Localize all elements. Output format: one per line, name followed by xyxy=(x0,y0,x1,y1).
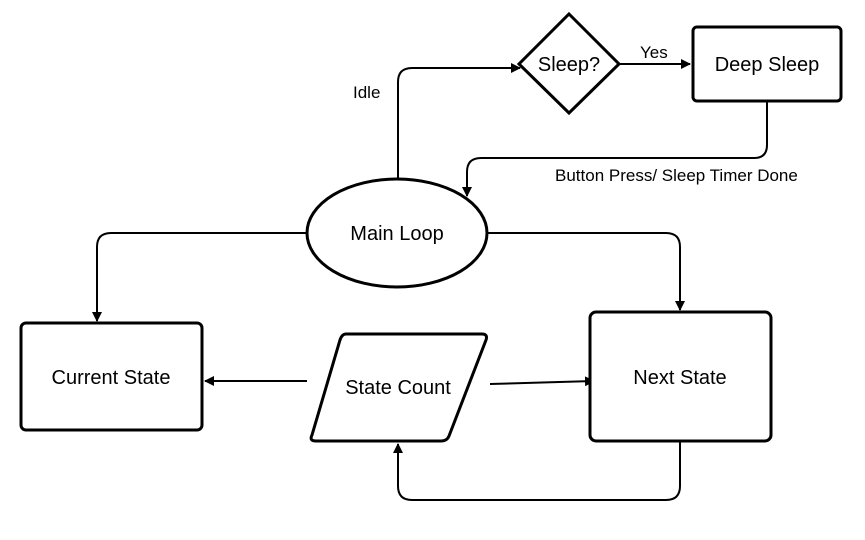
node-state-count: State Count xyxy=(309,332,488,443)
edge-label-yes: Yes xyxy=(640,43,668,62)
edge-main-loop-to-next-state xyxy=(488,232,685,311)
edge-deep-sleep-to-main-loop xyxy=(462,102,768,197)
edge-main-loop-to-current-state xyxy=(92,232,306,322)
svg-text:State Count: State Count xyxy=(345,377,451,399)
edge-label-idle: Idle xyxy=(353,83,380,102)
edge-state-count-to-next-state xyxy=(489,376,595,387)
node-next-state: Next State xyxy=(588,310,773,443)
node-deep-sleep: Deep Sleep xyxy=(691,25,843,103)
node-current-state: Current State xyxy=(19,321,204,432)
edge-main-loop-to-sleep xyxy=(397,63,521,178)
svg-text:Current State: Current State xyxy=(52,367,171,389)
svg-text:Next State: Next State xyxy=(633,367,726,389)
svg-text:Main Loop: Main Loop xyxy=(350,223,443,245)
edge-next-state-to-state-count xyxy=(393,442,681,501)
node-sleep-decision: Sleep? xyxy=(516,11,622,116)
edge-label-button-press: Button Press/ Sleep Timer Done xyxy=(555,166,798,185)
node-main-loop: Main Loop xyxy=(305,177,489,289)
svg-text:Sleep?: Sleep? xyxy=(538,54,600,76)
svg-text:Deep Sleep: Deep Sleep xyxy=(715,54,820,76)
